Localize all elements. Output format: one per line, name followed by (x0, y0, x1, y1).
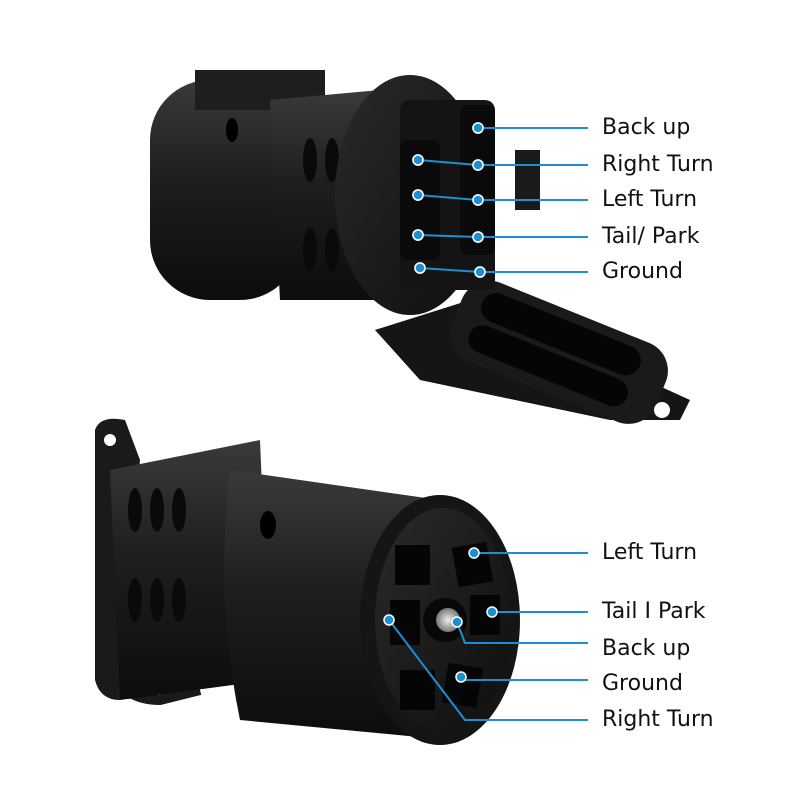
label-top-left-turn: Left Turn (602, 187, 698, 212)
top-connector (150, 70, 690, 424)
label-bottom-back-up: Back up (602, 636, 691, 661)
label-top-back-up: Back up (602, 115, 691, 140)
label-bottom-ground: Ground (602, 671, 683, 696)
label-top-right-turn: Right Turn (602, 152, 714, 177)
bottom-connector (95, 418, 520, 745)
dust-cap (450, 280, 670, 424)
label-bottom-right-turn: Right Turn (602, 707, 714, 732)
callout-dots (383, 122, 498, 683)
label-bottom-left-turn: Left Turn (602, 540, 698, 565)
label-top-ground: Ground (602, 259, 683, 284)
label-top-tail-park: Tail/ Park (602, 224, 700, 249)
label-bottom-tail-park: Tail I Park (602, 599, 706, 624)
